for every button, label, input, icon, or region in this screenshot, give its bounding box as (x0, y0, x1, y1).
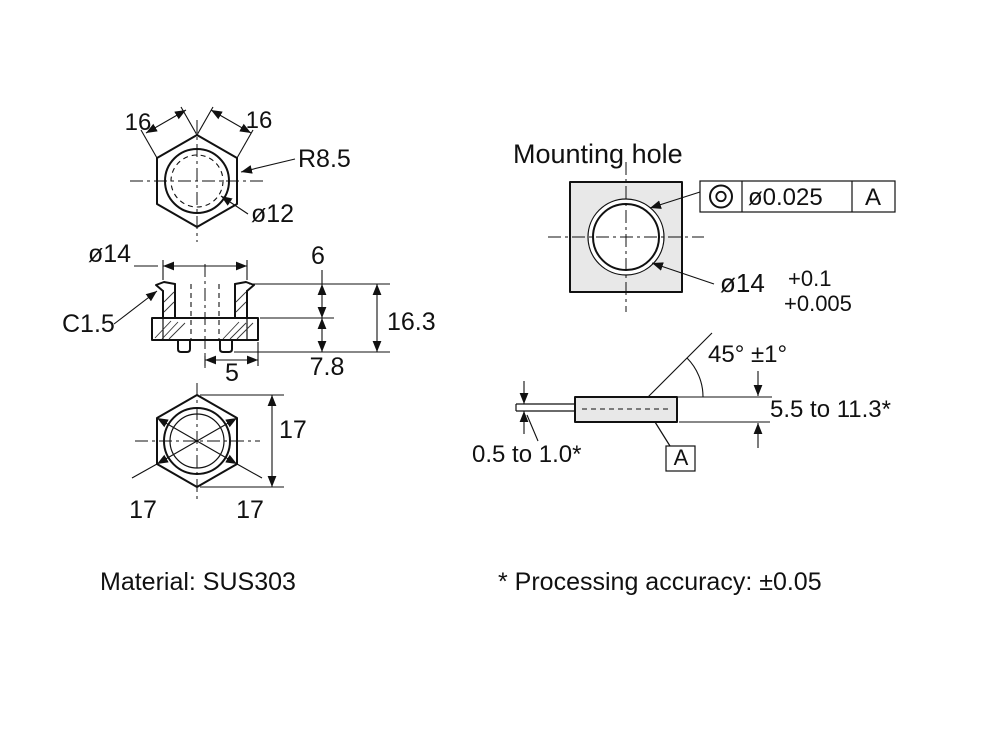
dim-label-plate-thickness: 5.5 to 11.3* (770, 396, 891, 423)
dim-label-16-left: 16 (125, 109, 152, 136)
dim-label-17-vertical: 17 (279, 416, 307, 444)
dim-total-height: 16.3 (234, 284, 436, 353)
dim-hex-height: 5 (204, 342, 259, 387)
dim-label-hole-dia14: ø14 (720, 268, 765, 298)
dim-label-16-3: 16.3 (387, 308, 436, 336)
dim-outer-dia: ø14 (88, 240, 248, 280)
dim-lower-height: 7.8 (310, 318, 345, 381)
dim-label-r8-5: R8.5 (298, 145, 351, 173)
dim-across-corners-diag-a: 17 (156, 417, 264, 524)
datum-flag-label: A (674, 445, 689, 470)
tolerance-datum: A (865, 184, 881, 211)
dim-label-tol-lower: +0.005 (784, 291, 852, 316)
dim-across-flats-left: 16 (125, 106, 198, 159)
dim-label-6: 6 (311, 242, 325, 270)
mounting-hole-face-view: Mounting hole ø0.025 A ø14 +0.1 +0.005 (513, 139, 896, 316)
dim-label-45deg: 45° ±1° (708, 341, 787, 368)
dim-across-corners-diag-b: 17 (129, 417, 238, 524)
section-view-drawing: ø14 C1.5 6 16.3 7.8 (62, 240, 436, 387)
hex-body-section (151, 317, 259, 341)
mounting-plate-section (574, 396, 678, 423)
dim-label-17-diag-right: 17 (236, 496, 264, 524)
outer-circle-bottom-view (163, 407, 231, 475)
dim-top-height: 6 (249, 242, 390, 319)
concentricity-icon (709, 184, 733, 209)
dim-label-7-8: 7.8 (310, 353, 345, 381)
dim-label-tol-upper: +0.1 (788, 266, 831, 291)
dim-label-c1-5: C1.5 (62, 310, 115, 338)
dim-label-5: 5 (225, 359, 239, 387)
tolerance-frame: ø0.025 A (649, 180, 896, 213)
dim-label-dia14: ø14 (88, 240, 131, 268)
dim-chamfer: C1.5 (62, 290, 158, 338)
bottom-view-drawing: 17 17 17 (129, 383, 307, 524)
thin-edge-feature: 0.5 to 1.0* (472, 381, 581, 468)
dim-chamfer-angle: 45° ±1° (647, 332, 787, 398)
dim-label-dia12: ø12 (251, 200, 294, 228)
dim-corner-radius: R8.5 (240, 145, 351, 174)
dim-label-edge-thickness: 0.5 to 1.0* (472, 441, 581, 468)
dim-label-17-diag-left: 17 (129, 496, 157, 524)
dim-bore-dia: ø12 (220, 195, 294, 228)
section-hatching (154, 291, 254, 340)
accuracy-footnote: * Processing accuracy: ±0.05 (498, 568, 822, 596)
outer-circle-top-view (164, 148, 230, 214)
dim-across-corners-vertical: 17 (200, 394, 307, 488)
top-view-drawing: 16 16 R8.5 ø12 (125, 106, 351, 242)
inner-circle-bottom-view (169, 413, 225, 469)
material-note: Material: SUS303 (100, 568, 296, 596)
mounting-hole-title: Mounting hole (513, 139, 683, 169)
datum-flag: A (654, 421, 696, 472)
mounting-plate-section-view: 0.5 to 1.0* 45° ±1° 5.5 to 11.3* A (472, 332, 891, 472)
dim-plate-thickness: 5.5 to 11.3* (679, 371, 891, 448)
dim-across-flats-right: 16 (196, 106, 273, 159)
tolerance-value: ø0.025 (748, 184, 823, 211)
thread-circle-top-view (170, 154, 224, 208)
dim-mounting-hole-dia: ø14 +0.1 +0.005 (651, 262, 852, 316)
dim-label-16-right: 16 (246, 107, 273, 134)
